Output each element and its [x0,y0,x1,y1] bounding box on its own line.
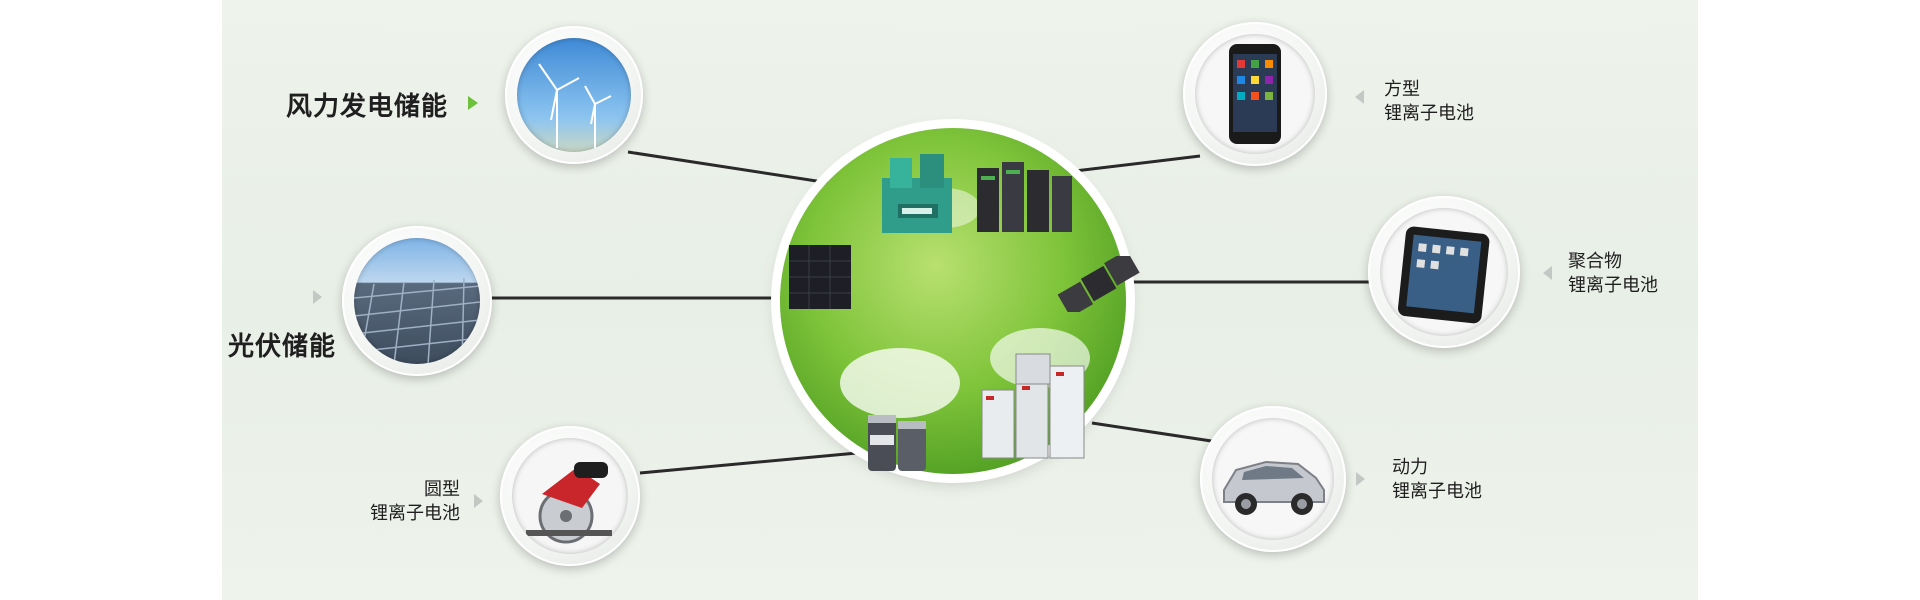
power-label-line1: 动力 [1392,457,1428,478]
wind-label: 风力发电储能 [286,92,449,122]
connector-cylindrical [639,450,869,475]
prismatic-node [1183,22,1327,166]
cylindrical-label-line2: 锂离子电池 [370,503,460,524]
polymer-label-line1: 聚合物 [1568,251,1622,272]
lead-acid-battery-icon [981,353,1085,459]
polymer-arrow-icon [1543,266,1552,280]
solar-module-icon [789,245,851,309]
solar-node [342,226,492,376]
globe-highlight [840,348,960,418]
connector-prismatic [1057,154,1201,175]
prismatic-label-line2: 锂离子电池 [1384,103,1474,124]
circular-saw-icon [526,462,612,544]
cylindrical-cell-icon [868,415,926,471]
solar-panel-icon [354,277,480,364]
prismatic-label-line1: 方型 [1384,79,1420,100]
prismatic-arrow-icon [1355,90,1364,104]
power-label-line2: 锂离子电池 [1392,481,1482,502]
wind-arrow-icon [468,96,478,110]
power-label: 动力 锂离子电池 [1392,456,1482,504]
polymer-node [1368,196,1520,348]
cylindrical-node [500,426,640,566]
tablet-icon [1398,226,1490,324]
car-icon [1223,460,1325,515]
wind-node [505,26,643,164]
cylindrical-label-line1: 圆型 [424,479,460,500]
prismatic-label: 方型 锂离子电池 [1384,78,1474,126]
battery-pack-icon [1057,256,1140,312]
cylindrical-label: 圆型 锂离子电池 [340,478,460,526]
wind-turbine-icon [538,63,612,148]
generator-equipment-icon [882,154,952,233]
power-arrow-icon [1356,472,1365,486]
polymer-label-line2: 锂离子电池 [1568,275,1658,296]
cylindrical-arrow-icon [474,494,483,508]
connector-power [1091,421,1219,444]
solar-arrow-icon [313,290,322,304]
connector-wind [627,150,863,190]
power-node [1200,406,1346,552]
solar-label: 光伏储能 [228,332,337,362]
smartphone-icon [1229,44,1281,144]
polymer-label: 聚合物 锂离子电池 [1568,250,1658,298]
battery-cabinet-icon [977,162,1072,232]
